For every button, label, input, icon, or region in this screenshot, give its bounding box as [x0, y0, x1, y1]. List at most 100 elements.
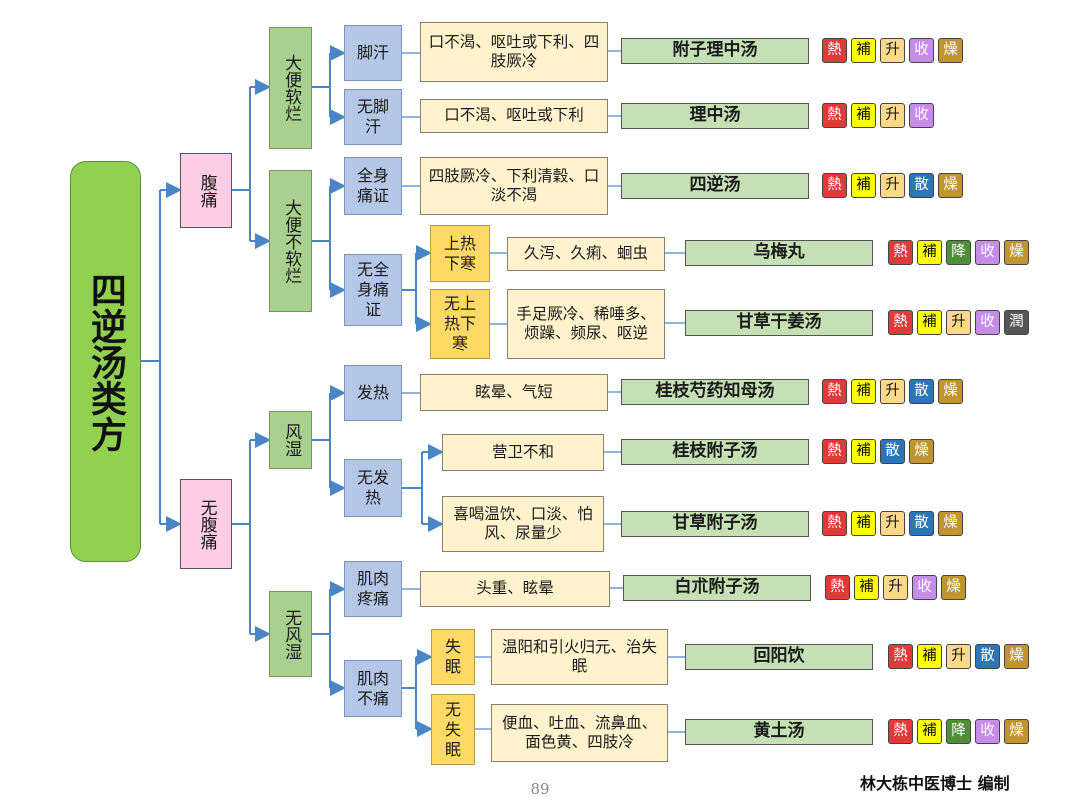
node-label: 无脚汗 — [357, 97, 390, 136]
tag-tonify: 補 — [917, 240, 942, 265]
tag-raise: 升 — [946, 644, 971, 669]
symptom-text: 便血、吐血、流鼻血、面色黄、四肢冷 — [501, 713, 657, 751]
tag-disperse: 散 — [909, 379, 934, 404]
tag-group: 熱補降收燥 — [888, 719, 1029, 744]
node-fever: 发热 — [344, 365, 402, 421]
tag-disperse: 散 — [909, 511, 934, 536]
tag-group: 熱補升散燥 — [888, 644, 1029, 669]
tag-tonify: 補 — [851, 38, 876, 63]
node-whole-body-pain: 全身痛证 — [344, 157, 402, 215]
node-no-whole-body-pain: 无全身痛证 — [344, 254, 402, 326]
tag-dry: 燥 — [938, 173, 963, 198]
tag-tonify: 補 — [851, 379, 876, 404]
formula-box: 理中汤 — [621, 103, 809, 129]
tag-astringe: 收 — [909, 38, 934, 63]
tag-heat: 熱 — [888, 310, 913, 335]
formula-box: 桂枝芍药知母汤 — [621, 379, 809, 405]
node-label: 肌肉疼痛 — [356, 569, 389, 608]
symptom-box: 便血、吐血、流鼻血、面色黄、四肢冷 — [491, 704, 668, 762]
tag-raise: 升 — [880, 379, 905, 404]
symptom-text: 手足厥冷、稀唾多、烦躁、频尿、呕逆 — [516, 304, 656, 342]
node-label: 全身痛证 — [356, 166, 389, 205]
node-label: 无上热下寒 — [443, 294, 476, 353]
symptom-text: 头重、眩晕 — [476, 579, 554, 598]
tag-tonify: 補 — [851, 439, 876, 464]
symptom-box: 眩晕、气短 — [420, 374, 608, 411]
tag-tonify: 補 — [851, 173, 876, 198]
tag-heat: 熱 — [822, 379, 847, 404]
tag-moisten: 潤 — [1004, 310, 1029, 335]
node-no-abdominal-pain: 无腹痛 — [180, 479, 232, 569]
author-credit: 林大栋中医博士 编制 — [860, 774, 1010, 793]
tag-tonify: 補 — [851, 103, 876, 128]
tag-group: 熱補降收燥 — [888, 240, 1029, 265]
tag-group: 熱補升收燥 — [825, 575, 966, 600]
formula-name: 乌梅丸 — [753, 242, 805, 263]
node-label: 无风湿 — [281, 608, 302, 660]
tag-astringe: 收 — [909, 103, 934, 128]
tag-tonify: 補 — [854, 575, 879, 600]
tag-dry: 燥 — [938, 379, 963, 404]
formula-box: 桂枝附子汤 — [621, 439, 809, 465]
formula-name: 甘草干姜汤 — [736, 312, 822, 333]
symptom-box: 四肢厥冷、下利清穀、口淡不渴 — [420, 157, 608, 215]
tag-heat: 熱 — [822, 173, 847, 198]
node-no-wind-damp: 无风湿 — [269, 591, 312, 677]
symptom-box: 头重、眩晕 — [420, 571, 610, 607]
tag-dry: 燥 — [1004, 644, 1029, 669]
tag-group: 熱補升收 — [822, 103, 934, 128]
symptom-box: 口不渴、呕吐或下利 — [420, 99, 608, 133]
node-label: 大便不软烂 — [281, 198, 302, 284]
node-muscle-pain: 肌肉疼痛 — [344, 561, 402, 617]
node-no-upper-heat-lower-cold: 无上热下寒 — [430, 289, 490, 359]
formula-name: 附子理中汤 — [672, 40, 758, 61]
node-label: 无失眠 — [444, 699, 461, 759]
tag-heat: 熱 — [888, 240, 913, 265]
node-foot-sweat: 脚汗 — [344, 25, 402, 81]
formula-box: 黄土汤 — [685, 719, 873, 745]
formula-name: 甘草附子汤 — [672, 513, 758, 534]
formula-name: 桂枝附子汤 — [672, 441, 758, 462]
tag-raise: 升 — [880, 511, 905, 536]
tag-group: 熱補升散燥 — [822, 379, 963, 404]
node-label: 腹痛 — [196, 173, 217, 208]
tag-dry: 燥 — [938, 511, 963, 536]
node-label: 大便软烂 — [281, 54, 302, 122]
node-label: 风湿 — [281, 423, 302, 457]
symptom-text: 营卫不和 — [491, 442, 554, 461]
tag-raise: 升 — [946, 310, 971, 335]
node-label: 失眠 — [444, 637, 461, 676]
tag-astringe: 收 — [975, 310, 1000, 335]
tag-tonify: 補 — [851, 511, 876, 536]
node-label: 发热 — [356, 383, 389, 402]
symptom-box: 手足厥冷、稀唾多、烦躁、频尿、呕逆 — [507, 289, 665, 359]
formula-box: 甘草干姜汤 — [685, 310, 873, 336]
node-label: 脚汗 — [356, 43, 389, 62]
tag-dry: 燥 — [938, 38, 963, 63]
node-label: 无发热 — [357, 468, 390, 507]
formula-name: 四逆汤 — [689, 175, 741, 196]
symptom-box: 温阳和引火归元、治失眠 — [491, 629, 668, 685]
tag-astringe: 收 — [975, 240, 1000, 265]
node-label: 无全身痛证 — [356, 260, 389, 319]
tag-tonify: 補 — [917, 310, 942, 335]
tag-dry: 燥 — [941, 575, 966, 600]
tag-raise: 升 — [880, 103, 905, 128]
tag-raise: 升 — [883, 575, 908, 600]
root-label: 四逆汤类方 — [84, 271, 127, 452]
tag-raise: 升 — [880, 173, 905, 198]
symptom-text: 久泻、久痢、蛔虫 — [523, 244, 648, 263]
node-label: 上热下寒 — [443, 233, 476, 273]
symptom-box: 久泻、久痢、蛔虫 — [507, 237, 665, 271]
node-upper-heat-lower-cold: 上热下寒 — [430, 225, 490, 282]
symptom-box: 喜喝温饮、口淡、怕风、尿量少 — [442, 496, 604, 552]
tag-group: 熱補升收潤 — [888, 310, 1029, 335]
tag-descend: 降 — [946, 719, 971, 744]
tag-tonify: 補 — [917, 719, 942, 744]
formula-box: 白朮附子汤 — [623, 575, 811, 601]
node-not-loose-stool: 大便不软烂 — [269, 170, 312, 312]
page-number: 89 — [530, 780, 550, 798]
tag-astringe: 收 — [912, 575, 937, 600]
tag-heat: 熱 — [822, 38, 847, 63]
